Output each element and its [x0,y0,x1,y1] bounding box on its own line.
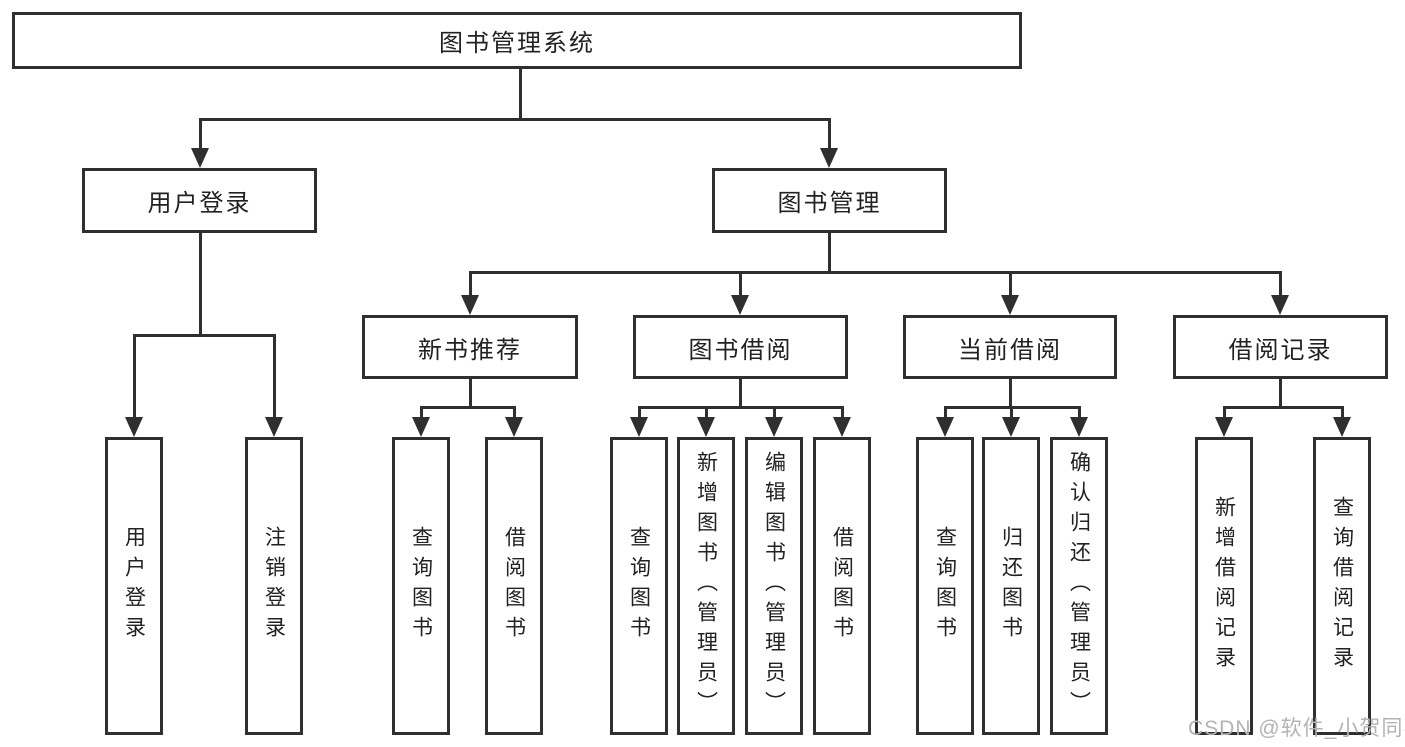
node-current-borrowing: 当前借阅 [903,315,1117,379]
connector-line [419,406,423,419]
connector-line [1222,406,1226,419]
arrow-down-icon [412,417,430,437]
connector-line [637,406,844,409]
connector-line [738,379,742,409]
node-book-management: 图书管理 [712,168,947,233]
arrow-down-icon [1002,417,1020,437]
connector-line [198,118,202,150]
node-book-borrowing: 图书借阅 [633,315,848,379]
arrow-down-icon [505,417,523,437]
arrow-down-icon [731,295,749,315]
arrow-down-icon [1001,295,1019,315]
connector-line [198,118,831,121]
node-library-management-system: 图书管理系统 [12,12,1022,69]
arrow-down-icon [461,295,479,315]
leaf-search-books-borrow: 查询图书 [610,437,668,735]
leaf-add-borrow-record: 新增借阅记录 [1195,437,1253,735]
connector-line [132,334,276,337]
leaf-add-book-admin: 新增图书（管理员） [677,437,735,735]
node-user-login: 用户登录 [82,168,317,233]
connector-line [1222,406,1344,409]
leaf-search-books-recommend: 查询图书 [392,437,450,735]
connector-line [132,334,136,419]
connector-line [704,406,708,419]
arrow-down-icon [936,417,954,437]
arrow-down-icon [1070,417,1088,437]
arrow-down-icon [765,417,783,437]
connector-line [738,271,742,297]
arrow-down-icon [833,417,851,437]
arrow-down-icon [630,417,648,437]
connector-line [637,406,641,419]
connector-line [512,406,516,419]
arrow-down-icon [697,417,715,437]
connector-line [272,334,276,419]
csdn-watermark: CSDN @软件_小贺同学 [1188,717,1405,740]
connector-line [198,233,202,336]
connector-line [1340,406,1344,419]
connector-line [1008,379,1012,409]
connector-line [1008,271,1012,297]
leaf-return-book: 归还图书 [982,437,1040,735]
connector-line [772,406,776,419]
arrow-down-icon [265,417,283,437]
arrow-down-icon [820,148,838,168]
connector-line [828,233,831,274]
leaf-logout: 注销登录 [245,437,303,735]
leaf-search-borrow-record: 查询借阅记录 [1313,437,1371,735]
connector-line [468,271,1282,274]
arrow-down-icon [1333,417,1351,437]
leaf-confirm-return-admin: 确认归还（管理员） [1050,437,1108,735]
arrow-down-icon [191,148,209,168]
connector-line [468,271,472,297]
connector-line [1077,406,1081,419]
connector-line [468,379,472,409]
connector-line [1009,406,1013,419]
connector-line [840,406,844,419]
node-borrowing-records: 借阅记录 [1173,315,1388,379]
leaf-borrow-books: 借阅图书 [813,437,871,735]
connector-line [827,118,831,150]
arrow-down-icon [1271,295,1289,315]
leaf-edit-book-admin: 编辑图书（管理员） [745,437,803,735]
node-new-book-recommendation: 新书推荐 [362,315,578,379]
leaf-user-login: 用户登录 [105,437,163,735]
connector-line [1278,271,1282,297]
arrow-down-icon [125,417,143,437]
leaf-search-books-current: 查询图书 [916,437,974,735]
connector-line [1278,379,1282,409]
arrow-down-icon [1215,417,1233,437]
connector-line [419,406,516,409]
connector-line [943,406,947,419]
leaf-borrow-books-recommend: 借阅图书 [485,437,543,735]
connector-line [518,68,522,121]
